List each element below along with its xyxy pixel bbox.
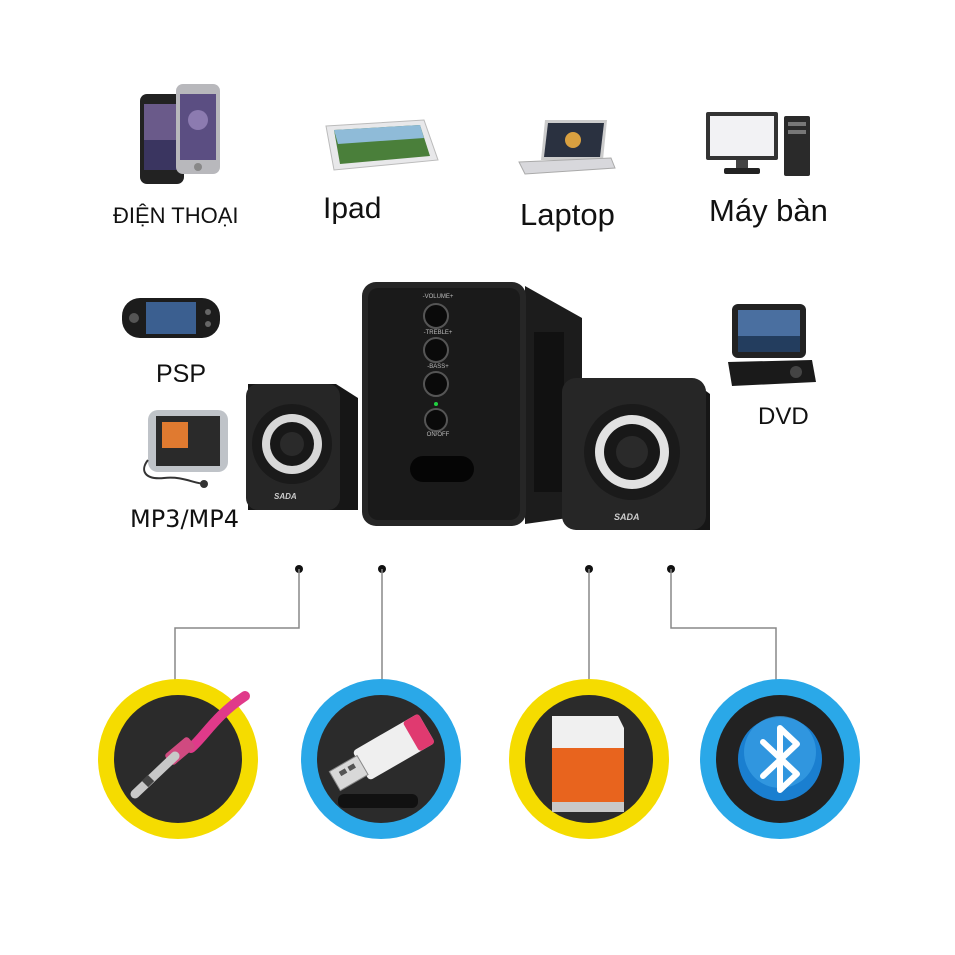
smartphone-icon [138,80,224,190]
laptop-label: Laptop [520,197,615,232]
bluetooth-icon [760,725,800,793]
audio-jack-icon [130,691,250,799]
speaker-system: -VOLUME+ -TREBLE+ -BASS+ ON/OFF SADA SAD… [240,274,720,538]
phone-label: ĐIỆN THOẠI [113,203,239,228]
tfcard-input-badge [506,676,672,842]
power-label: ON/OFF [426,432,450,438]
media-player-icon [134,404,232,490]
tablet-icon [318,118,440,172]
brand-logo-right: SADA [614,512,640,522]
psp-label: PSP [156,360,207,388]
laptop-icon [515,118,617,178]
mp3-label: MP3/MP4 [130,505,239,533]
bass-label: -BASS+ [427,364,449,370]
memory-card-icon [552,716,624,812]
bluetooth-input-badge [697,676,863,842]
handheld-console-icon [120,292,222,344]
volume-label: -VOLUME+ [422,294,454,300]
aux-input-badge [95,676,261,842]
treble-label: -TREBLE+ [423,330,453,336]
ipad-label: Ipad [323,192,382,225]
portable-dvd-icon [726,300,818,390]
brand-logo-left: SADA [274,492,297,501]
dvd-label: DVD [758,403,809,430]
desktop-computer-icon [702,110,814,180]
usb-input-badge [298,676,464,842]
usb-drive-icon [328,714,435,792]
desktop-label: Máy bàn [709,193,828,228]
